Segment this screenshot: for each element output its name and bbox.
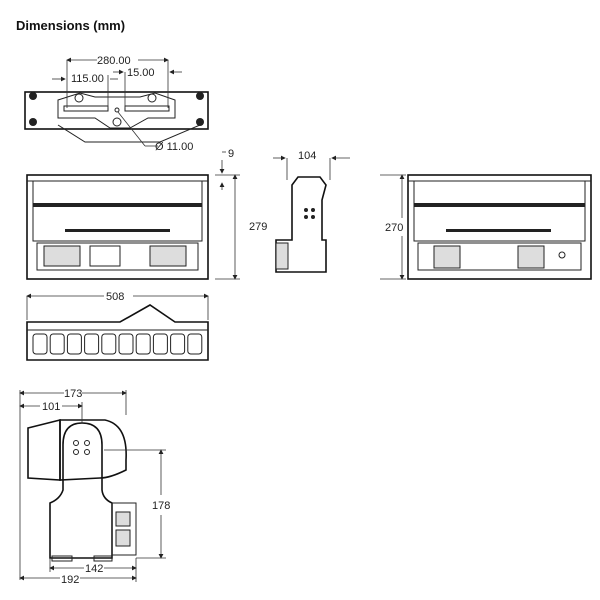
dim-base-outer: 192 — [61, 574, 79, 586]
lens — [187, 333, 203, 355]
dim-lens-width: 508 — [106, 291, 124, 303]
lens — [101, 333, 117, 355]
lens — [135, 333, 151, 355]
dim-hole: Ø 11.00 — [155, 141, 193, 153]
lens — [118, 333, 134, 355]
lens — [66, 333, 82, 355]
dim-base-inner: 142 — [85, 563, 103, 575]
dim-top-gap: 15.00 — [127, 67, 155, 79]
dim-side-height: 178 — [152, 500, 170, 512]
front-view — [26, 151, 240, 280]
dim-front-height: 279 — [249, 221, 267, 233]
lens — [32, 333, 48, 355]
dim-front-offset: 9 — [228, 148, 234, 160]
lens — [152, 333, 168, 355]
lens — [49, 333, 65, 355]
dim-top-width: 280.00 — [97, 55, 131, 67]
side-view — [273, 155, 350, 273]
back-view — [380, 174, 592, 280]
dim-side-pivot: 101 — [42, 401, 60, 413]
lens — [170, 333, 186, 355]
dim-side-width: 104 — [298, 150, 316, 162]
page-title: Dimensions (mm) — [16, 18, 126, 33]
dim-back-height: 270 — [385, 222, 403, 234]
large-side-view — [19, 390, 166, 582]
top-view — [24, 57, 209, 147]
lens — [84, 333, 100, 355]
lens-view — [26, 293, 209, 361]
dim-side-depth: 173 — [64, 388, 82, 400]
dim-top-left: 115.00 — [71, 73, 104, 85]
